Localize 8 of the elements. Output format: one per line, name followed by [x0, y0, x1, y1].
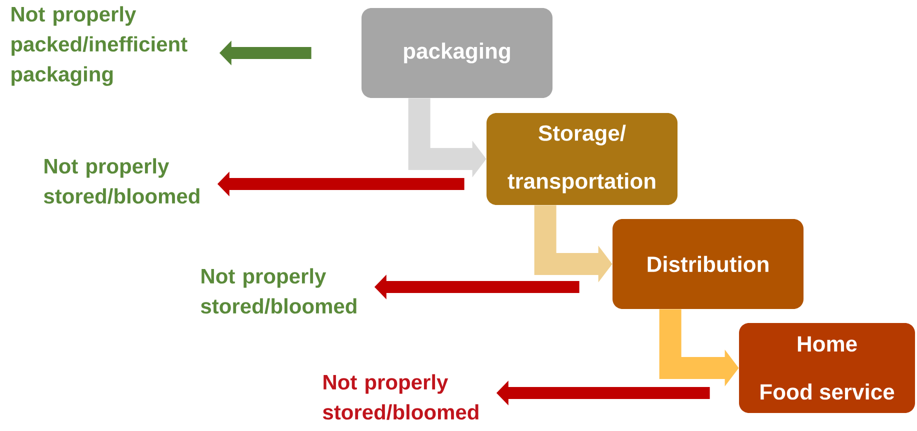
outcome-text: Not properly stored/bloomed — [322, 374, 478, 420]
outcome-text: Not properly packed/inefficient packaging — [12, 6, 188, 86]
process-box: Storage/ transportation — [486, 113, 678, 205]
outcome-text: Not properly stored/bloomed — [44, 158, 200, 204]
outcome-text: Not properly stored/bloomed — [200, 268, 356, 314]
process-box: Distribution — [612, 219, 804, 309]
process-box: Home Food service — [739, 323, 916, 413]
process-box: packaging — [362, 8, 552, 98]
